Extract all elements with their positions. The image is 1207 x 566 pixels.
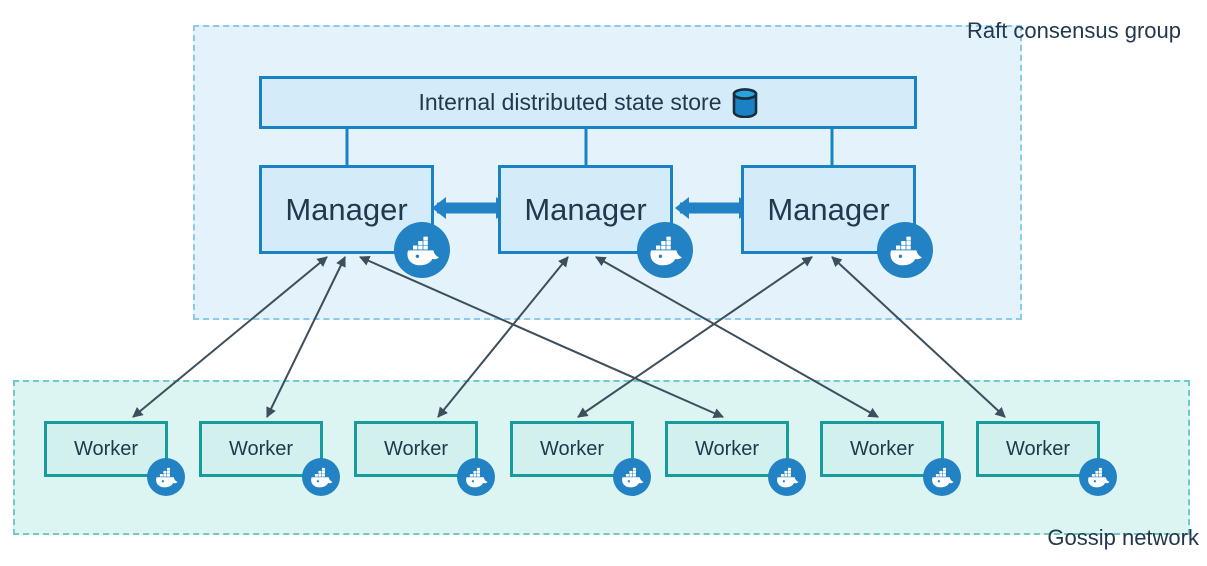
manager-label: Manager	[767, 191, 890, 227]
docker-whale-icon	[637, 222, 693, 278]
gossip-network-label: Gossip network	[1047, 525, 1199, 550]
worker-node-2[interactable]: Worker	[199, 421, 323, 477]
database-cylinder-icon	[732, 87, 758, 118]
worker-label: Worker	[1005, 437, 1071, 460]
docker-whale-icon	[877, 222, 933, 278]
docker-whale-icon	[923, 458, 961, 496]
worker-label: Worker	[849, 437, 915, 460]
worker-node-3[interactable]: Worker	[354, 421, 478, 477]
docker-whale-icon	[394, 222, 450, 278]
state-store-label: Internal distributed state store	[418, 89, 722, 115]
worker-label: Worker	[383, 437, 449, 460]
manager-label: Manager	[524, 191, 647, 227]
worker-label: Worker	[228, 437, 294, 460]
internal-state-store-box[interactable]: Internal distributed state store	[259, 76, 917, 129]
docker-whale-icon	[302, 458, 340, 496]
raft-consensus-group-label: Raft consensus group	[966, 18, 1181, 43]
worker-node-5[interactable]: Worker	[665, 421, 789, 477]
worker-label: Worker	[73, 437, 139, 460]
worker-node-7[interactable]: Worker	[976, 421, 1100, 477]
docker-whale-icon	[457, 458, 495, 496]
worker-node-4[interactable]: Worker	[510, 421, 634, 477]
docker-whale-icon	[1079, 458, 1117, 496]
manager-label: Manager	[285, 191, 408, 227]
docker-whale-icon	[613, 458, 651, 496]
worker-node-1[interactable]: Worker	[44, 421, 168, 477]
manager-node-2[interactable]: Manager	[498, 165, 673, 254]
worker-label: Worker	[694, 437, 760, 460]
worker-label: Worker	[539, 437, 605, 460]
docker-whale-icon	[768, 458, 806, 496]
worker-node-6[interactable]: Worker	[820, 421, 944, 477]
docker-whale-icon	[147, 458, 185, 496]
